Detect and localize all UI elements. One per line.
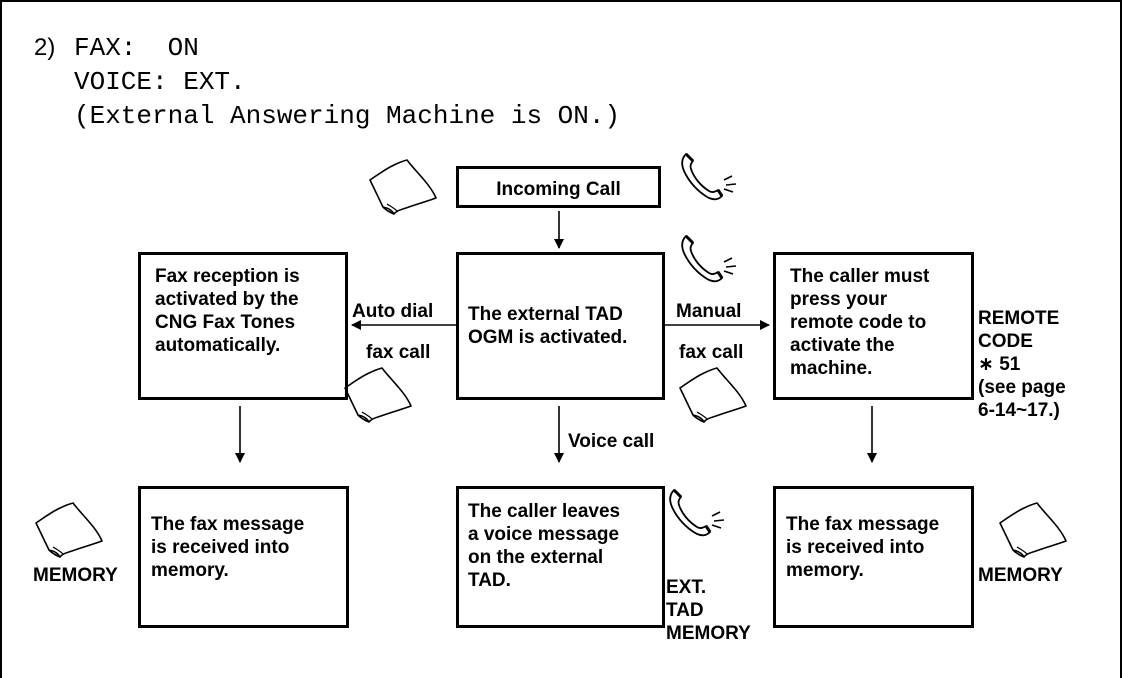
ext-tad-memory-label: EXT. TAD MEMORY — [666, 577, 751, 644]
phone-handset-icon-bottom — [668, 488, 726, 537]
voice-message-text: The caller leaves a voice message on the… — [468, 501, 621, 591]
fax-call-left-label: fax call — [366, 342, 431, 363]
header-fax-setting: FAX: ON — [74, 33, 199, 63]
tad-ogm-box: The external TAD OGM is activated. — [456, 252, 665, 400]
paper-icon-top — [369, 159, 437, 215]
paper-icon-memory-right — [999, 502, 1067, 558]
phone-handset-icon-top — [680, 152, 738, 201]
fax-memory-right-box: The fax message is received into memory. — [773, 486, 974, 628]
memory-left-label: MEMORY — [33, 565, 118, 586]
frame-border-right — [1120, 0, 1122, 678]
header-note: (External Answering Machine is ON.) — [74, 101, 621, 131]
remote-code-label: REMOTE CODE ∗ 51 (see page 6-14~17.) — [978, 308, 1066, 421]
fax-reception-text: Fax reception is activated by the CNG Fa… — [155, 266, 300, 356]
voice-message-box: The caller leaves a voice message on the… — [456, 486, 665, 628]
phone-handset-icon-middle — [680, 234, 738, 283]
auto-dial-label: Auto dial — [352, 301, 434, 322]
step-number: 2) — [34, 34, 56, 61]
fax-call-right-label: fax call — [679, 342, 744, 363]
caller-must-box: The caller must press your remote code t… — [773, 252, 974, 400]
fax-reception-box: Fax reception is activated by the CNG Fa… — [138, 252, 348, 400]
frame-border-top — [0, 0, 1122, 2]
fax-memory-right-text: The fax message is received into memory. — [786, 514, 940, 581]
paper-icon-memory-left — [35, 502, 103, 558]
header-voice-setting: VOICE: EXT. — [74, 67, 246, 97]
incoming-call-text: Incoming Call — [496, 179, 621, 200]
frame-border-left — [0, 0, 2, 678]
paper-icon-right — [679, 367, 747, 423]
fax-memory-left-box: The fax message is received into memory. — [138, 486, 349, 628]
incoming-call-box: Incoming Call — [456, 166, 661, 208]
paper-icon-left — [344, 367, 412, 423]
manual-label: Manual — [676, 301, 742, 322]
caller-must-text: The caller must press your remote code t… — [790, 266, 930, 379]
voice-call-label: Voice call — [568, 431, 655, 452]
fax-memory-left-text: The fax message is received into memory. — [151, 514, 305, 581]
memory-right-label: MEMORY — [978, 565, 1063, 586]
tad-ogm-text: The external TAD OGM is activated. — [468, 304, 628, 348]
